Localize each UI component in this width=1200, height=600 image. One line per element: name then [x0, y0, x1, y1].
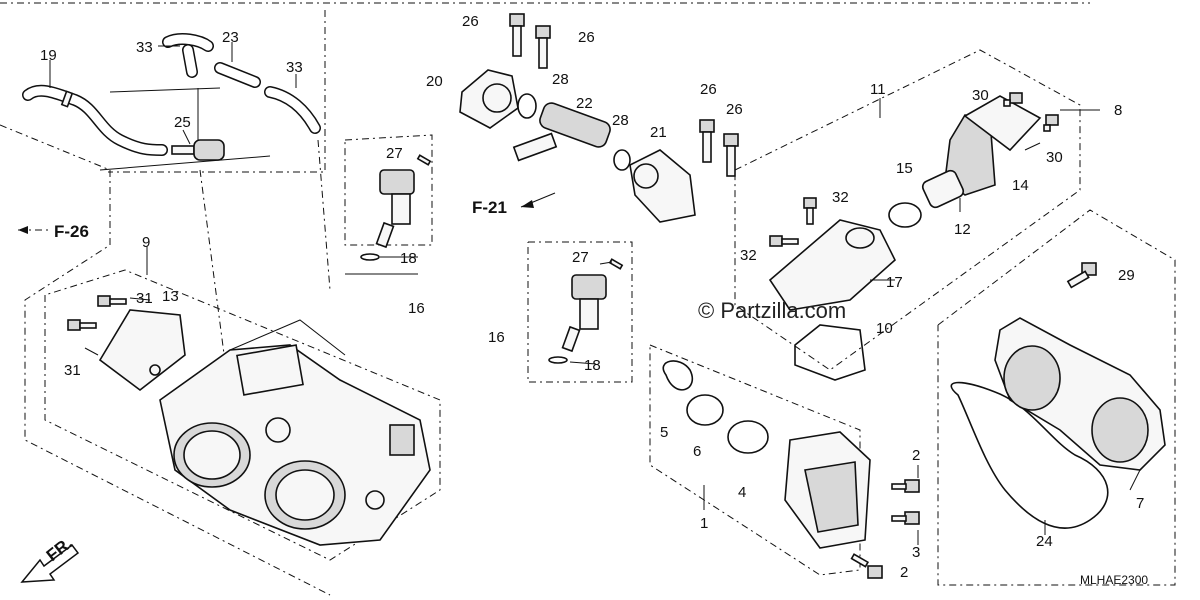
label-18a: 18 [400, 250, 417, 267]
injector-16-bottom [548, 258, 624, 364]
breather-hose-19 [22, 84, 168, 156]
watermark: © Partzilla.com [698, 298, 846, 323]
label-5: 5 [660, 424, 668, 441]
label-23: 23 [222, 29, 239, 46]
throttle-body [159, 319, 431, 546]
label-26a: 26 [462, 13, 479, 30]
label-8: 8 [1114, 102, 1122, 119]
tube-23 [214, 62, 261, 88]
joint-25 [171, 139, 225, 161]
label-31a: 31 [136, 290, 153, 307]
label-1: 1 [700, 515, 708, 532]
hose-33-top [162, 33, 214, 78]
gasket-10 [794, 324, 866, 381]
bolts-30 [1003, 92, 1059, 132]
label-33b: 33 [286, 59, 303, 76]
seal-5 [662, 360, 693, 391]
label-30b: 30 [1046, 149, 1063, 166]
label-27b: 27 [572, 249, 589, 266]
label-33a: 33 [136, 39, 153, 56]
label-11: 11 [870, 81, 886, 98]
o-ring-28-left [517, 93, 537, 119]
label-28a: 28 [552, 71, 569, 88]
label-16b: 16 [488, 329, 505, 346]
f26-reference-label: F-26 [54, 222, 89, 241]
label-25: 25 [174, 114, 191, 131]
sensor-1 [784, 431, 871, 549]
bolt-31-top [97, 295, 127, 307]
bracket-13 [98, 309, 186, 392]
fuel-joint-22 [512, 102, 611, 162]
label-2b: 2 [900, 564, 908, 581]
throttle-body-group-outline-left [24, 170, 331, 596]
label-31b: 31 [64, 362, 81, 379]
sensor-group-outline [649, 344, 861, 576]
label-32b: 32 [740, 247, 757, 264]
breather-group-outline [108, 10, 326, 173]
gasket-24 [950, 381, 1109, 529]
label-17: 17 [886, 274, 903, 291]
bolts-26 [509, 13, 739, 177]
joint-21 [629, 149, 696, 223]
f21-reference-label: F-21 [472, 198, 507, 217]
diagram-code: MLHAE2300 [1080, 573, 1148, 587]
gasket-14 [963, 95, 1042, 152]
label-12: 12 [954, 221, 971, 238]
seal-6 [686, 394, 724, 426]
front-direction-label: FR. [43, 533, 76, 565]
label-28b: 28 [612, 112, 629, 129]
label-3: 3 [912, 544, 920, 561]
label-19: 19 [40, 47, 57, 64]
label-9: 9 [142, 234, 150, 251]
label-4: 4 [738, 484, 746, 501]
label-16a: 16 [408, 300, 425, 317]
throttle-body-inner-outline [44, 269, 441, 561]
joint-20 [459, 69, 519, 129]
cover-group-outline [937, 209, 1176, 586]
label-18b: 18 [584, 357, 601, 374]
label-29: 29 [1118, 267, 1135, 284]
label-10: 10 [876, 320, 893, 337]
label-15: 15 [896, 160, 913, 177]
bolts-2-3 [850, 479, 920, 579]
screws-32 [769, 197, 817, 247]
cover-7 [994, 317, 1166, 471]
bolt-31-bottom [67, 319, 97, 331]
label-6: 6 [693, 443, 701, 460]
label-21: 21 [650, 124, 667, 141]
f26-arrow [18, 226, 50, 234]
label-20: 20 [426, 73, 443, 90]
iacv-body-17 [768, 219, 896, 311]
leader-lines [49, 42, 1141, 545]
hose-33-right [264, 86, 321, 134]
label-32a: 32 [832, 189, 849, 206]
label-7: 7 [1136, 495, 1144, 512]
front-arrow-icon [20, 543, 80, 583]
f26-group-outline [0, 124, 111, 171]
f21-arrow [520, 192, 556, 208]
label-26d: 26 [726, 101, 743, 118]
injector-box-bottom [527, 241, 633, 383]
label-13: 13 [162, 288, 179, 305]
injector-16-top [360, 154, 432, 261]
label-2a: 2 [912, 447, 920, 464]
iacv-group-outline [734, 49, 1081, 371]
label-14: 14 [1012, 177, 1029, 194]
o-ring-15 [888, 202, 922, 228]
label-30a: 30 [972, 87, 989, 104]
label-27a: 27 [386, 145, 403, 162]
bolt-29 [1066, 262, 1097, 289]
label-26b: 26 [578, 29, 595, 46]
label-22: 22 [576, 95, 593, 112]
o-ring-28-right [613, 149, 631, 171]
seal-4 [727, 420, 769, 454]
part-labels: 1 2 2 3 4 5 6 7 8 9 10 11 12 13 14 15 16… [40, 13, 1144, 581]
iacv-motor-12 [921, 114, 996, 209]
label-26c: 26 [700, 81, 717, 98]
label-24: 24 [1036, 533, 1053, 550]
